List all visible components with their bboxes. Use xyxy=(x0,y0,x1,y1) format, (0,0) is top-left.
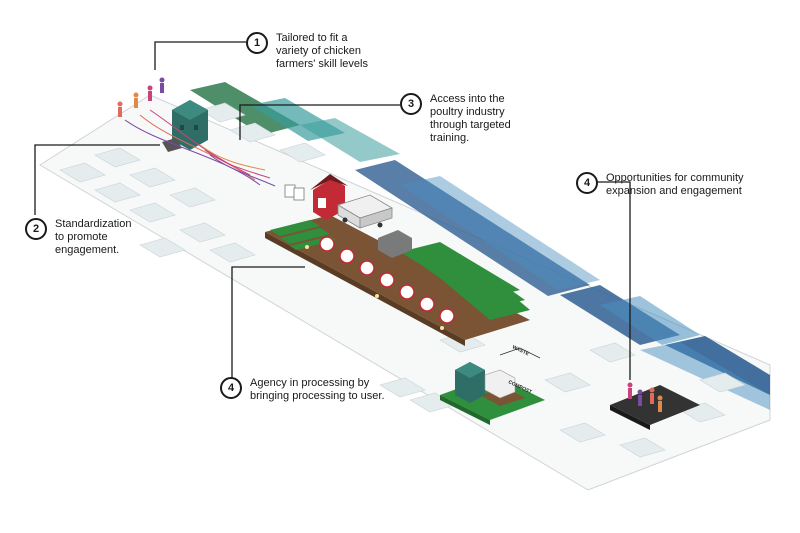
snowflake-icon xyxy=(379,272,395,288)
callout-4-processing: 4 Agency in processing by bringing proce… xyxy=(220,377,385,403)
callout-2: 2 Standardization to promote engagement. xyxy=(25,218,131,257)
callout-number: 2 xyxy=(25,218,47,240)
callout-text: Standardization to promote engagement. xyxy=(55,218,132,256)
silo xyxy=(172,100,208,150)
chick-icon xyxy=(319,236,335,252)
farmers-group xyxy=(117,77,165,117)
person-icon xyxy=(649,387,655,404)
community-platform xyxy=(610,382,700,430)
person-icon xyxy=(133,92,139,108)
callout-number: 1 xyxy=(246,32,268,54)
crate-icon xyxy=(419,296,435,312)
callout-4-community: 4 Opportunities for community expansion … xyxy=(576,172,744,198)
fence-icon xyxy=(439,308,455,324)
callout-number: 4 xyxy=(220,377,242,399)
callout-number: 4 xyxy=(576,172,598,194)
leader-lines xyxy=(34,41,631,385)
info-cards xyxy=(59,102,746,458)
grid-icon xyxy=(359,260,375,276)
callout-3: 3 Access into the poultry industry throu… xyxy=(400,93,511,145)
callout-number: 3 xyxy=(400,93,422,115)
compost-platform: COMPOST xyxy=(440,362,545,425)
person-icon xyxy=(117,101,123,117)
processing-trailer xyxy=(337,194,412,258)
process-icons xyxy=(305,236,455,330)
callout-text: Tailored to fit a variety of chicken far… xyxy=(276,32,368,70)
feed-icon xyxy=(339,248,355,264)
barn xyxy=(310,174,348,220)
callout-text: Opportunities for community expansion an… xyxy=(606,172,744,197)
timeline-bands xyxy=(190,82,770,410)
connection-lines xyxy=(124,109,276,187)
sprout-icon xyxy=(399,284,415,300)
person-icon xyxy=(147,85,153,101)
callout-text: Access into the poultry industry through… xyxy=(430,93,511,144)
callout-1: 1 Tailored to fit a variety of chicken f… xyxy=(246,32,368,71)
person-icon xyxy=(159,77,165,93)
person-icon xyxy=(657,395,663,412)
greenhouse xyxy=(284,184,305,201)
person-icon xyxy=(637,389,643,406)
person-icon xyxy=(627,382,633,399)
callout-text: Agency in processing by bringing process… xyxy=(250,377,385,402)
